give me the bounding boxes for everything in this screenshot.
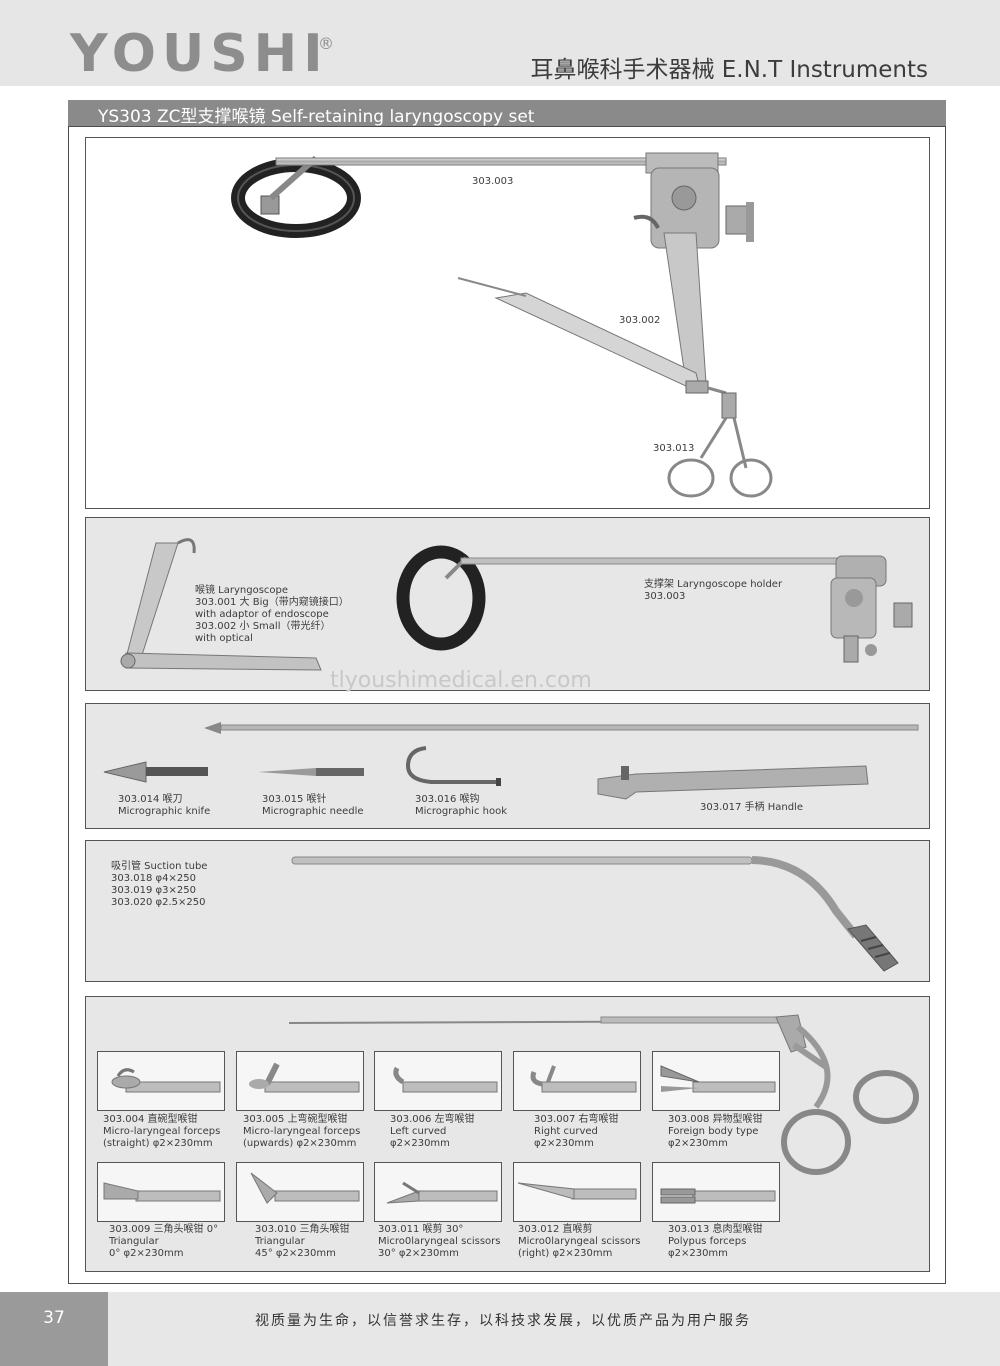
thumb-303-007 (513, 1051, 641, 1111)
assembled-laryngoscope-illustration (231, 152, 773, 498)
panel-suction-tube: 吸引管 Suction tube 303.018 φ4×250 303.019 … (85, 840, 930, 982)
suction-tube-illustration (291, 856, 899, 972)
panel-laryngoscope-and-holder: 喉镜 Laryngoscope 303.001 大 Big（带内窥镜接口） wi… (85, 517, 930, 691)
right-curved-forceps-icon (530, 1065, 637, 1093)
knife-label: 303.014 喉刀 Micrographic knife (118, 794, 211, 817)
page-header: YOUSHI ® 耳鼻喉科手术器械 E.N.T Instruments (0, 0, 1000, 86)
label-303-013: 303.013 (653, 443, 695, 454)
panel-assembled-set: 303.003 303.002 303.013 (85, 137, 930, 509)
panel-micro-instruments: 303.014 喉刀 Micrographic knife 303.015 喉针… (85, 703, 930, 829)
company-slogan: 视质量为生命，以信誉求生存，以科技求发展，以优质产品为用户服务 (255, 1313, 751, 1329)
thumb-303-013-polypus (652, 1162, 780, 1222)
scissors-30-icon (386, 1181, 498, 1204)
left-curved-forceps-icon (393, 1066, 498, 1093)
catalog-category: 耳鼻喉科手术器械 E.N.T Instruments (530, 57, 928, 83)
upward-cup-forceps-icon (249, 1062, 360, 1093)
thumb-303-010 (236, 1162, 364, 1222)
suction-tube-label: 吸引管 Suction tube 303.018 φ4×250 303.019 … (111, 861, 208, 908)
holder-description: 支撑架 Laryngoscope holder 303.003 (644, 579, 783, 602)
laryngoscope-description: 喉镜 Laryngoscope 303.001 大 Big（带内窥镜接口） wi… (195, 585, 349, 644)
section-title: YS303 ZC型支撑喉镜 Self-retaining laryngoscop… (98, 107, 535, 127)
laryngoscope-holder-illustration (120, 538, 913, 671)
registered-mark: ® (318, 34, 334, 53)
thumb-303-006 (374, 1051, 502, 1111)
label-303-003: 303.003 (472, 176, 514, 187)
thumb-303-005 (236, 1051, 364, 1111)
handle-label: 303.017 手柄 Handle (700, 802, 803, 813)
needle-label: 303.015 喉针 Micrographic needle (262, 794, 364, 817)
page-footer: 37 视质量为生命，以信誉求生存，以科技求发展，以优质产品为用户服务 (0, 1292, 1000, 1366)
label-303-002: 303.002 (619, 315, 661, 326)
foreign-body-forceps-icon (660, 1065, 776, 1093)
content-frame (68, 126, 946, 1284)
thumb-303-012 (513, 1162, 641, 1222)
hook-label: 303.016 喉钩 Micrographic hook (415, 794, 508, 817)
thumb-303-004 (97, 1051, 225, 1111)
thumb-303-009 (97, 1162, 225, 1222)
polypus-forceps-icon (660, 1188, 776, 1204)
straight-cup-forceps-icon (111, 1068, 221, 1093)
triangular-0-forceps-icon (103, 1182, 221, 1202)
page-number: 37 (43, 1308, 65, 1328)
page-number-box (0, 1292, 108, 1366)
thumb-303-011 (374, 1162, 502, 1222)
straight-scissors-icon (517, 1182, 637, 1200)
forceps-illustration (288, 1014, 919, 1175)
micro-instruments-illustration (103, 722, 919, 800)
brand-logo: YOUSHI (70, 24, 329, 84)
section-title-bar: YS303 ZC型支撑喉镜 Self-retaining laryngoscop… (68, 100, 946, 127)
triangular-45-forceps-icon (250, 1172, 360, 1204)
panel-laryngeal-forceps (85, 996, 930, 1272)
thumb-303-008 (652, 1051, 780, 1111)
watermark: tlyoushimedical.en.com (330, 668, 592, 693)
